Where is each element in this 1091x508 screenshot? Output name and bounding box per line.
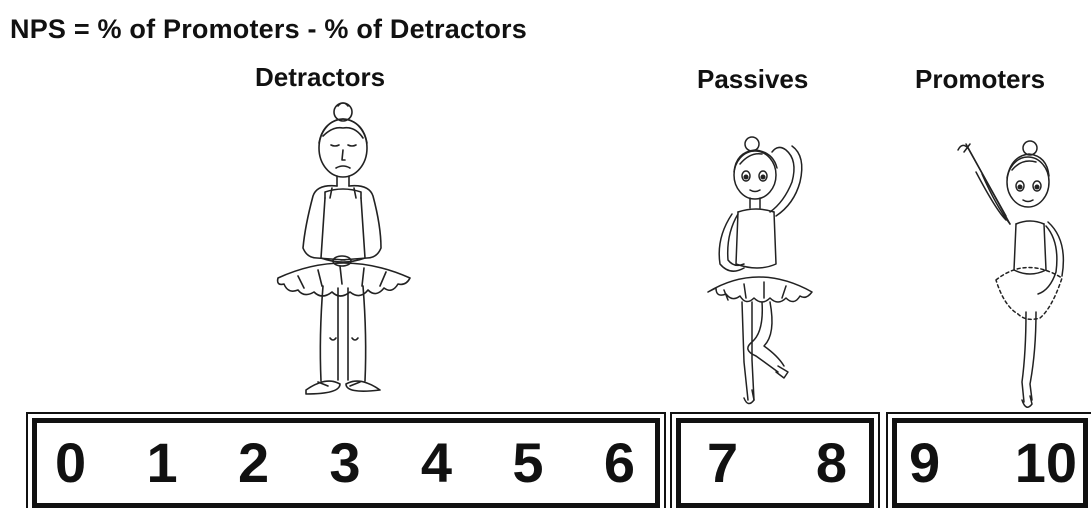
promoters-score-box: 9 10 (886, 412, 1091, 508)
group-label-promoters: Promoters (915, 64, 1046, 94)
score-9: 9 (909, 431, 941, 494)
score-8: 8 (815, 431, 847, 494)
score-3: 3 (329, 431, 361, 494)
score-4: 4 (420, 431, 453, 494)
detractors-score-box: 0 1 2 3 4 5 6 (26, 412, 666, 508)
ballerina-standing-sad-icon (268, 98, 418, 410)
score-5: 5 (512, 431, 544, 494)
score-1: 1 (146, 431, 178, 494)
score-6: 6 (603, 431, 635, 494)
group-label-detractors: Detractors (255, 62, 386, 92)
score-2: 2 (237, 431, 270, 494)
score-10: 10 (1014, 431, 1077, 494)
ballerina-pose-arm-raised-icon (700, 120, 820, 415)
nps-formula: NPS = % of Promoters - % of Detractors (10, 14, 527, 44)
score-0: 0 (55, 431, 87, 494)
ballerina-leg-raised-icon (950, 130, 1065, 415)
group-label-passives: Passives (697, 64, 809, 94)
score-7: 7 (707, 431, 739, 494)
passives-score-box: 7 8 (670, 412, 880, 508)
